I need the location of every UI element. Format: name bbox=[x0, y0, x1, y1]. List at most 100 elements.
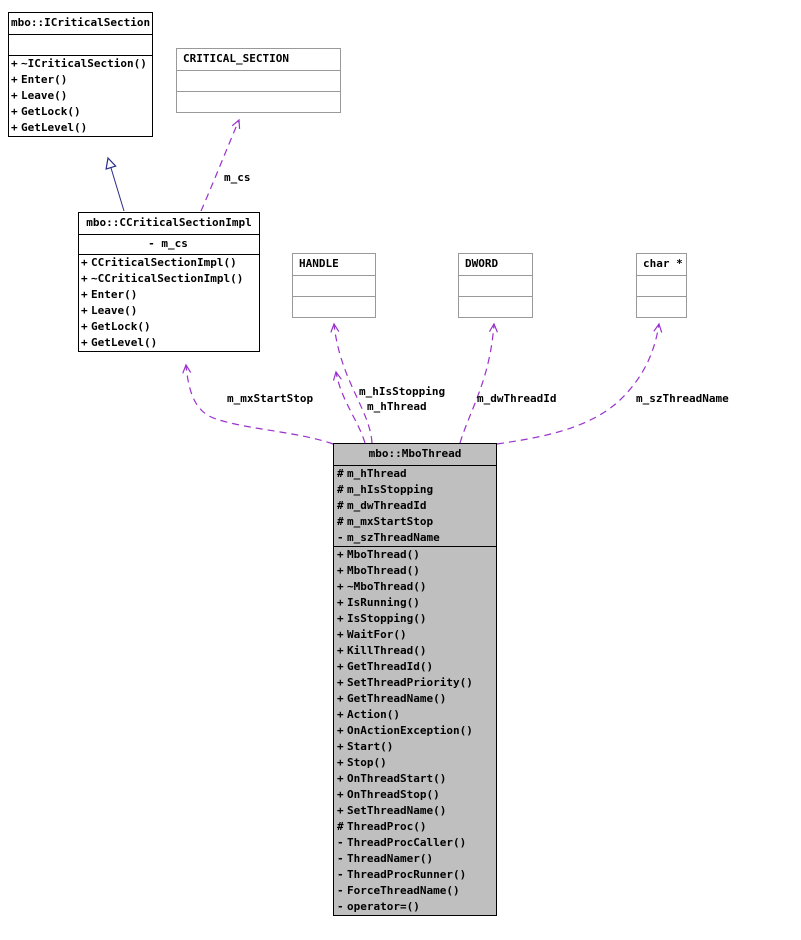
visibility-marker: + bbox=[337, 628, 344, 641]
attribute-label: m_szThreadName bbox=[347, 531, 440, 544]
method-label: SetThreadPriority() bbox=[347, 676, 473, 689]
visibility-marker: + bbox=[81, 320, 88, 333]
class-method-row: +~CCriticalSectionImpl() bbox=[79, 271, 259, 287]
method-label: CCriticalSectionImpl() bbox=[91, 256, 237, 269]
edge-label-m-mxstartstop: m_mxStartStop bbox=[227, 392, 314, 405]
class-node-handle[interactable]: HANDLE bbox=[292, 253, 376, 318]
visibility-marker: + bbox=[81, 272, 88, 285]
class-method-row: +KillThread() bbox=[334, 643, 496, 659]
visibility-marker: + bbox=[337, 548, 344, 561]
class-method-row: -operator=() bbox=[334, 899, 496, 915]
class-attributes-compartment: #m_hThread #m_hIsStopping #m_dwThreadId … bbox=[334, 465, 496, 546]
visibility-marker: - bbox=[337, 900, 344, 913]
class-title-compartment: mbo::ICriticalSection bbox=[9, 13, 152, 34]
class-name-text: mbo::ICriticalSection bbox=[11, 16, 151, 29]
class-title-compartment: char * bbox=[637, 254, 686, 275]
method-label: Enter() bbox=[21, 73, 68, 86]
class-name-mbothread: mbo::MboThread bbox=[368, 447, 462, 460]
class-method-row: +GetThreadId() bbox=[334, 659, 496, 675]
visibility-marker: - bbox=[337, 884, 344, 897]
visibility-marker: + bbox=[337, 564, 344, 577]
visibility-marker: + bbox=[337, 788, 344, 801]
method-label: IsRunning() bbox=[347, 596, 420, 609]
class-node-dword[interactable]: DWORD bbox=[458, 253, 533, 318]
method-label: GetLock() bbox=[21, 105, 81, 118]
class-node-icriticalsection[interactable]: mbo::ICriticalSection +~ICriticalSection… bbox=[8, 12, 153, 137]
class-title-compartment: mbo::CCriticalSectionImpl bbox=[79, 213, 259, 234]
class-method-row: +Enter() bbox=[9, 72, 152, 88]
visibility-marker: + bbox=[11, 73, 18, 86]
class-methods-compartment: +~ICriticalSection() +Enter() +Leave() +… bbox=[9, 55, 152, 136]
method-label: ForceThreadName() bbox=[347, 884, 460, 897]
edge-label-m-hisstopping: m_hIsStopping bbox=[359, 385, 446, 398]
edge-label-m-szthreadname: m_szThreadName bbox=[636, 392, 729, 405]
class-method-row: +GetLevel() bbox=[9, 120, 152, 136]
class-name-icriticalsection: mbo::ICriticalSection bbox=[9, 13, 152, 34]
method-label: WaitFor() bbox=[347, 628, 407, 641]
visibility-marker: - bbox=[148, 237, 155, 250]
method-label: IsStopping() bbox=[347, 612, 427, 625]
class-attribute-row: #m_mxStartStop bbox=[334, 514, 496, 530]
class-method-row: -ForceThreadName() bbox=[334, 883, 496, 899]
class-method-row: +Enter() bbox=[79, 287, 259, 303]
attribute-label: m_cs bbox=[161, 237, 188, 250]
method-label: Leave() bbox=[21, 89, 68, 102]
class-node-critical-section[interactable]: CRITICAL_SECTION bbox=[176, 48, 341, 113]
method-label: ~MboThread() bbox=[347, 580, 427, 593]
class-method-row: +~MboThread() bbox=[334, 579, 496, 595]
class-title-compartment: CRITICAL_SECTION bbox=[177, 49, 340, 70]
class-method-row: +GetLock() bbox=[9, 104, 152, 120]
visibility-marker: + bbox=[337, 612, 344, 625]
class-method-row: +Leave() bbox=[79, 303, 259, 319]
visibility-marker: + bbox=[337, 740, 344, 753]
class-node-ccriticalsectionimpl[interactable]: mbo::CCriticalSectionImpl - m_cs +CCriti… bbox=[78, 212, 260, 352]
method-label: GetThreadName() bbox=[347, 692, 447, 705]
visibility-marker: + bbox=[337, 644, 344, 657]
class-method-row: +OnActionException() bbox=[334, 723, 496, 739]
visibility-marker: + bbox=[11, 57, 18, 70]
class-methods-compartment: +MboThread() +MboThread() +~MboThread() … bbox=[334, 546, 496, 915]
class-method-row: +CCriticalSectionImpl() bbox=[79, 255, 259, 271]
method-label: Enter() bbox=[91, 288, 138, 301]
class-method-row: +Action() bbox=[334, 707, 496, 723]
class-attribute-row: - m_cs bbox=[79, 235, 259, 254]
class-attributes-compartment bbox=[177, 70, 340, 91]
visibility-marker: + bbox=[337, 692, 344, 705]
method-label: GetLock() bbox=[91, 320, 151, 333]
method-label: operator=() bbox=[347, 900, 420, 913]
class-method-row: +SetThreadPriority() bbox=[334, 675, 496, 691]
visibility-marker: + bbox=[337, 580, 344, 593]
method-label: MboThread() bbox=[347, 564, 420, 577]
method-label: Start() bbox=[347, 740, 394, 753]
class-method-row: +OnThreadStart() bbox=[334, 771, 496, 787]
class-attributes-compartment bbox=[293, 275, 375, 296]
class-method-row: +Start() bbox=[334, 739, 496, 755]
class-attribute-row: #m_dwThreadId bbox=[334, 498, 496, 514]
class-attributes-compartment bbox=[9, 34, 152, 55]
visibility-marker: + bbox=[337, 724, 344, 737]
visibility-marker: + bbox=[337, 660, 344, 673]
class-attribute-row: -m_szThreadName bbox=[334, 530, 496, 546]
method-label: ThreadProcCaller() bbox=[347, 836, 467, 849]
class-node-charp[interactable]: char * bbox=[636, 253, 687, 318]
class-attributes-compartment: - m_cs bbox=[79, 234, 259, 254]
visibility-marker: + bbox=[337, 772, 344, 785]
method-label: Leave() bbox=[91, 304, 138, 317]
method-label: ~ICriticalSection() bbox=[21, 57, 147, 70]
visibility-marker: - bbox=[337, 852, 344, 865]
edge-label-m-dwthreadid: m_dwThreadId bbox=[477, 392, 557, 405]
class-name-dword: DWORD bbox=[465, 257, 499, 270]
class-methods-compartment: +CCriticalSectionImpl() +~CCriticalSecti… bbox=[79, 254, 259, 351]
method-label: Stop() bbox=[347, 756, 387, 769]
class-node-mbothread[interactable]: mbo::MboThread #m_hThread #m_hIsStopping… bbox=[333, 443, 497, 916]
visibility-marker: + bbox=[81, 288, 88, 301]
class-methods-compartment bbox=[459, 296, 532, 317]
visibility-marker: # bbox=[337, 499, 344, 512]
class-method-row: +GetLock() bbox=[79, 319, 259, 335]
method-label: Action() bbox=[347, 708, 400, 721]
visibility-marker: # bbox=[337, 515, 344, 528]
class-method-row: +MboThread() bbox=[334, 547, 496, 563]
method-label: GetLevel() bbox=[91, 336, 158, 349]
class-methods-compartment bbox=[293, 296, 375, 317]
class-method-row: +~ICriticalSection() bbox=[9, 56, 152, 72]
